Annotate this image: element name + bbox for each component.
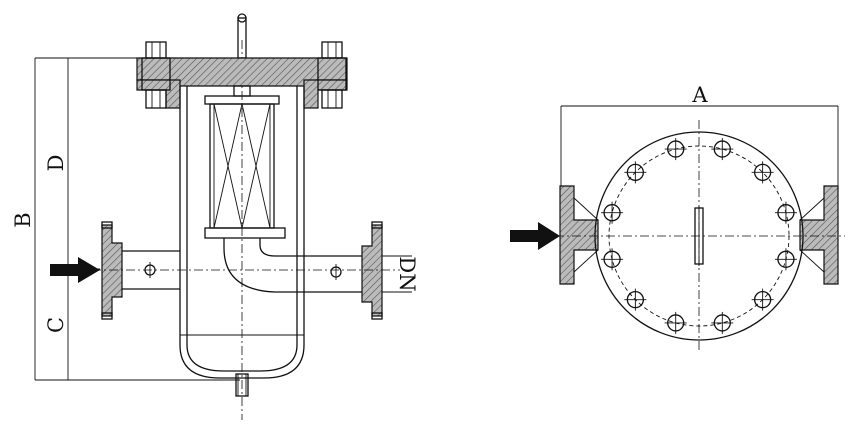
inlet-flow-arrow	[50, 257, 100, 283]
bolt-hole	[774, 248, 797, 271]
cover-handle	[694, 206, 704, 266]
right-bolt	[317, 41, 347, 109]
bolt-hole	[624, 161, 647, 184]
bolt-hole	[601, 248, 624, 271]
outlet-elbow	[223, 238, 304, 293]
dimension-label-dn: DN	[395, 256, 419, 291]
body-flange-right	[303, 79, 348, 109]
bolt-hole	[664, 138, 687, 161]
front-view: B D C	[11, 13, 419, 420]
bolt-hole	[751, 161, 774, 184]
top-view: A	[510, 83, 845, 352]
drain-pipe	[235, 373, 249, 397]
filter-cartridge	[204, 85, 286, 239]
top-inlet-flow-arrow	[510, 222, 560, 250]
bolt-hole	[711, 311, 734, 334]
bolt-hole	[601, 201, 624, 224]
top-outlet-nozzle	[799, 185, 839, 285]
dimension-label-b: B	[11, 212, 35, 227]
dimension-label-c: C	[44, 317, 68, 333]
body-flange-left	[136, 79, 181, 109]
bolt-hole	[711, 138, 734, 161]
left-bolt	[141, 41, 171, 109]
dimension-label-d: D	[44, 155, 68, 172]
dimension-line-a	[560, 105, 839, 186]
vent-pipe	[237, 13, 247, 59]
outlet-nozzle	[304, 221, 412, 320]
bolt-hole	[751, 288, 774, 311]
bolt-hole-group	[601, 138, 797, 334]
bolt-hole	[664, 311, 687, 334]
bolt-hole	[774, 201, 797, 224]
vessel-body	[179, 86, 305, 379]
dimension-label-a: A	[691, 83, 708, 107]
top-inlet-nozzle	[559, 185, 599, 285]
inlet-nozzle	[101, 221, 180, 320]
bolt-hole	[624, 288, 647, 311]
